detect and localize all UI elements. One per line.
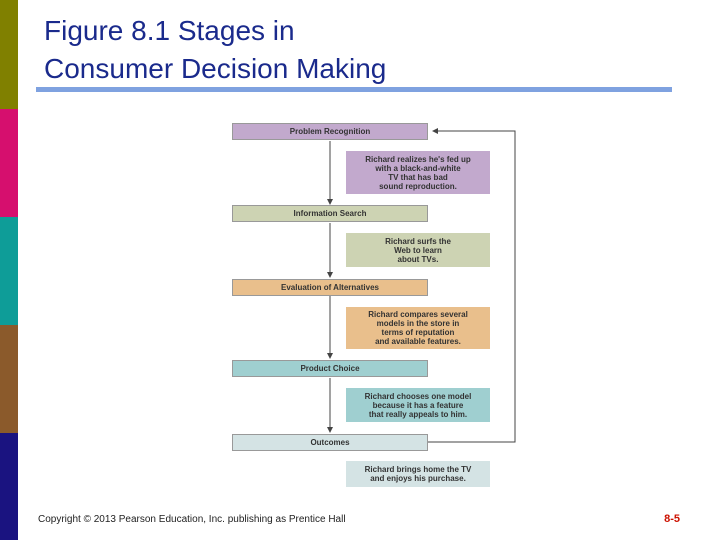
note-outcomes: Richard brings home the TV and enjoys hi… bbox=[346, 461, 490, 487]
stage-problem-recognition: Problem Recognition bbox=[232, 123, 428, 140]
side-bar-olive bbox=[0, 0, 18, 109]
note-line: with a black-and-white bbox=[375, 163, 461, 173]
title-underline bbox=[36, 87, 672, 92]
side-bar-brown bbox=[0, 325, 18, 433]
note-line: and available features. bbox=[375, 337, 461, 346]
stage-product-choice: Product Choice bbox=[232, 360, 428, 377]
page-title: Figure 8.1 Stages in Consumer Decision M… bbox=[44, 12, 664, 88]
note-line: TV that has bad bbox=[388, 172, 448, 182]
title-line-1: Figure 8.1 Stages in bbox=[44, 15, 295, 46]
note-line: models in the store in bbox=[376, 319, 460, 328]
note-line: Web to learn bbox=[394, 245, 442, 255]
stage-outcomes: Outcomes bbox=[232, 434, 428, 451]
stage-label: Outcomes bbox=[310, 438, 350, 447]
stage-label: Problem Recognition bbox=[289, 127, 371, 136]
note-line: about TVs. bbox=[397, 254, 439, 264]
note-problem-recognition: Richard realizes he's fed up with a blac… bbox=[346, 151, 490, 194]
page-number: 8-5 bbox=[664, 513, 680, 525]
note-product-choice: Richard chooses one model because it has… bbox=[346, 388, 490, 422]
note-line: Richard surfs the bbox=[385, 236, 451, 246]
note-information-search: Richard surfs the Web to learn about TVs… bbox=[346, 233, 490, 267]
stage-label: Information Search bbox=[293, 209, 367, 218]
note-line: that really appeals to him. bbox=[368, 409, 468, 419]
note-line: sound reproduction. bbox=[379, 181, 457, 191]
side-bar-magenta bbox=[0, 109, 18, 217]
side-bar-navy bbox=[0, 433, 18, 540]
stage-information-search: Information Search bbox=[232, 205, 428, 222]
stage-label: Evaluation of Alternatives bbox=[281, 283, 379, 292]
note-line: Richard chooses one model bbox=[364, 391, 472, 401]
note-line: Richard brings home the TV bbox=[364, 465, 472, 474]
note-line: and enjoys his purchase. bbox=[370, 474, 466, 483]
note-line: because it has a feature bbox=[372, 400, 464, 410]
note-line: terms of reputation bbox=[381, 328, 455, 337]
note-line: Richard compares several bbox=[368, 310, 468, 319]
note-evaluation: Richard compares several models in the s… bbox=[346, 307, 490, 349]
stage-evaluation-of-alternatives: Evaluation of Alternatives bbox=[232, 279, 428, 296]
copyright-text: Copyright © 2013 Pearson Education, Inc.… bbox=[38, 514, 346, 525]
side-bar-teal bbox=[0, 217, 18, 325]
stage-label: Product Choice bbox=[300, 364, 360, 373]
note-line: Richard realizes he's fed up bbox=[365, 154, 471, 164]
title-line-2: Consumer Decision Making bbox=[44, 53, 387, 84]
